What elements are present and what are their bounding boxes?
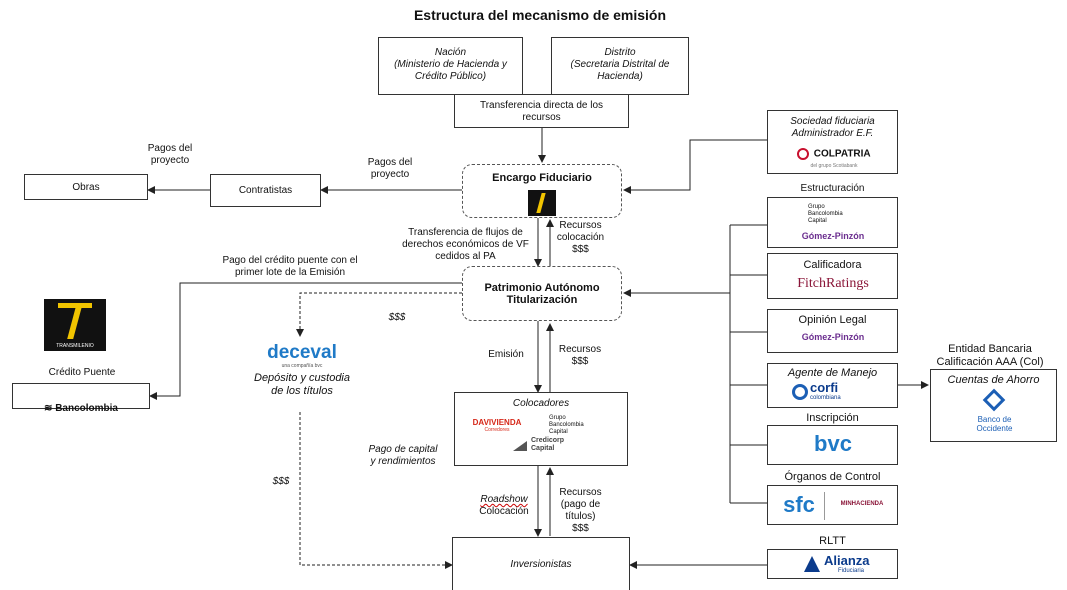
alianza-logo: Alianza bbox=[824, 553, 870, 568]
opinion-legal-box: Opinión Legal Gómez-Pinzón bbox=[767, 309, 898, 353]
transferencia-flujos-label: Transferencia de flujos de derechos econ… bbox=[402, 227, 529, 262]
pagos-proyecto-label-2: Pagos del proyecto bbox=[367, 157, 413, 180]
colpatria-logo: COLPATRIA del grupo Scotiabank bbox=[792, 145, 876, 169]
sociedad-fiduciaria-box: Sociedad fiduciaria Administrador E.F. C… bbox=[767, 110, 898, 174]
logo-divider bbox=[824, 492, 825, 520]
patrimonio-autonomo-box: Patrimonio Autónomo Titularización bbox=[462, 266, 622, 321]
deceval-sub: una compañía bvc bbox=[281, 363, 323, 369]
davivienda-name: DAVIVIENDA bbox=[472, 418, 522, 427]
patrimonio-autonomo-label: Patrimonio Autónomo Titularización bbox=[484, 282, 600, 306]
encargo-fiduciario-box: Encargo Fiduciario bbox=[462, 164, 622, 218]
inscripcion-label: Inscripción bbox=[806, 412, 859, 424]
diagram-title: Estructura del mecanismo de emisión bbox=[413, 7, 667, 23]
agente-manejo-box: Agente de Manejo corfi colombiana bbox=[767, 363, 898, 408]
inversionistas-label: Inversionistas bbox=[510, 559, 572, 570]
contratistas-label: Contratistas bbox=[238, 185, 293, 196]
encargo-fiduciario-label: Encargo Fiduciario bbox=[492, 172, 592, 184]
bancolombia-icon: ≋ bbox=[44, 403, 56, 414]
corfi-logo: corfi bbox=[810, 380, 839, 395]
contratistas-box: Contratistas bbox=[210, 174, 321, 207]
bancolombia-box: ≋ Bancolombia bbox=[12, 383, 150, 414]
calificadora-box: Calificadora FitchRatings bbox=[767, 253, 898, 299]
transmilenio-small-icon bbox=[528, 190, 556, 216]
organos-control-label: Órganos de Control bbox=[784, 471, 881, 483]
fitch-logo: FitchRatings bbox=[797, 276, 869, 291]
nacion-box: Nación (Ministerio de Hacienda y Crédito… bbox=[378, 37, 523, 95]
transferencia-label: Transferencia directa de los recursos bbox=[479, 100, 604, 123]
sociedad-fiduciaria-label: Sociedad fiduciaria Administrador E.F. bbox=[790, 116, 875, 139]
obras-box: Obras bbox=[24, 174, 148, 200]
minhacienda-logo: MINHACIENDA bbox=[840, 501, 884, 507]
distrito-label: Distrito (Secretaria Distrital de Hacien… bbox=[570, 47, 670, 82]
cuentas-ahorro-label: Cuentas de Ahorro bbox=[947, 374, 1040, 386]
opinion-legal-label: Opinión Legal bbox=[798, 314, 867, 326]
alianza-icon bbox=[804, 556, 820, 572]
rltt-box: Alianza Fiduciaria bbox=[767, 549, 898, 579]
deceval-logo: deceval una compañía bvc bbox=[262, 342, 342, 370]
calificadora-label: Calificadora bbox=[803, 259, 862, 271]
recursos-colocacion-label: Recursos colocación $$$ bbox=[556, 220, 605, 255]
cuentas-ahorro-box: Cuentas de Ahorro Banco de Occidente bbox=[930, 369, 1057, 442]
distrito-box: Distrito (Secretaria Distrital de Hacien… bbox=[551, 37, 689, 95]
dollars-label-2: $$$ bbox=[272, 476, 290, 487]
banco-occidente-icon bbox=[982, 388, 1006, 412]
colpatria-name: COLPATRIA bbox=[813, 148, 871, 160]
grupo-bancolombia-logo-colocadores: Grupo Bancolombia Capital bbox=[549, 415, 584, 435]
roadshow-label: Roadshow bbox=[480, 494, 528, 505]
corfi-sub: colombiana bbox=[810, 395, 841, 401]
agente-manejo-label: Agente de Manejo bbox=[787, 367, 878, 379]
estructuracion-label: Estructuración bbox=[800, 183, 865, 194]
deceval-name: deceval bbox=[267, 342, 337, 363]
alianza-sub: Fiduciaria bbox=[838, 568, 865, 574]
transmilenio-text: TRANSMILENIO bbox=[56, 343, 94, 349]
rltt-label: RLTT bbox=[819, 535, 846, 547]
bancolombia-name: Bancolombia bbox=[55, 403, 118, 414]
inversionistas-box: Inversionistas bbox=[452, 537, 630, 590]
colocadores-box: Colocadores DAVIVIENDA Corredores Grupo … bbox=[454, 392, 628, 466]
davivienda-sub: Corredores bbox=[484, 427, 510, 433]
pago-credito-label: Pago del crédito puente con el primer lo… bbox=[222, 255, 358, 278]
colocacion-label: Colocación bbox=[479, 506, 529, 517]
dollars-label-1: $$$ bbox=[388, 312, 406, 323]
banco-occidente-logo: Banco de Occidente bbox=[976, 415, 1013, 433]
colocadores-label: Colocadores bbox=[512, 398, 570, 409]
sfc-logo: sfc bbox=[783, 492, 815, 517]
pago-capital-label: Pago de capital y rendimientos bbox=[368, 444, 438, 467]
recursos-label-2: Recursos $$$ bbox=[558, 344, 602, 367]
credito-puente-label: Crédito Puente bbox=[48, 367, 116, 378]
estructuracion-box: Grupo Bancolombia Capital Gómez-Pinzón bbox=[767, 197, 898, 248]
emision-label: Emisión bbox=[488, 349, 524, 360]
nacion-label: Nación (Ministerio de Hacienda y Crédito… bbox=[394, 47, 507, 82]
credicorp-logo: Credicorp Capital bbox=[531, 437, 565, 452]
bvc-logo: bvc bbox=[814, 431, 852, 456]
credicorp-icon bbox=[513, 441, 527, 451]
entidad-bancaria-label: Entidad Bancaria Calificación AAA (Col) bbox=[936, 343, 1044, 368]
organos-control-box: sfc MINHACIENDA bbox=[767, 485, 898, 525]
corfi-icon bbox=[792, 384, 808, 400]
gomez-pinzon-logo-2: Gómez-Pinzón bbox=[801, 332, 865, 342]
transferencia-box: Transferencia directa de los recursos bbox=[454, 94, 629, 128]
grupo-bancolombia-logo: Grupo Bancolombia Capital bbox=[808, 204, 843, 224]
recursos-pago-label: Recursos (pago de títulos) $$$ bbox=[559, 487, 602, 534]
transmilenio-logo: TRANSMILENIO bbox=[44, 299, 106, 351]
inscripcion-box: bvc bbox=[767, 425, 898, 465]
obras-label: Obras bbox=[72, 182, 100, 193]
davivienda-logo: DAVIVIENDA Corredores bbox=[463, 418, 531, 433]
colpatria-sub: del grupo Scotiabank bbox=[810, 163, 858, 169]
bancolombia-logo: ≋ Bancolombia bbox=[13, 391, 149, 415]
deposito-label: Depósito y custodia de los títulos bbox=[254, 372, 350, 397]
pagos-proyecto-label-1: Pagos del proyecto bbox=[147, 143, 193, 166]
gomez-pinzon-logo: Gómez-Pinzón bbox=[801, 231, 865, 241]
